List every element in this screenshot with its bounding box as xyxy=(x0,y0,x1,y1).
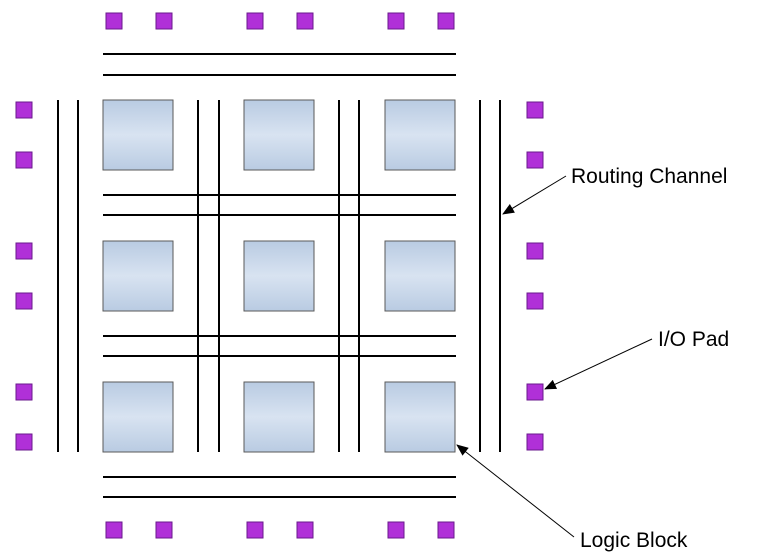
io-pad xyxy=(155,521,173,539)
io-pad xyxy=(155,12,173,30)
io-pad xyxy=(15,292,33,310)
io-pad xyxy=(437,12,455,30)
io-pad xyxy=(246,521,264,539)
io-pad xyxy=(296,521,314,539)
logic-block xyxy=(102,99,174,171)
callout-arrows xyxy=(456,175,653,538)
logic-blocks xyxy=(102,99,456,453)
io-pad xyxy=(15,101,33,119)
io-pad xyxy=(296,12,314,30)
logic-block xyxy=(384,99,456,171)
logic-block xyxy=(384,240,456,312)
io-pad xyxy=(387,12,405,30)
logic-block xyxy=(243,99,315,171)
io-pad-arrow xyxy=(544,338,653,390)
io-pad xyxy=(15,383,33,401)
routing-channel-label: Routing Channel xyxy=(571,165,728,188)
io-pad xyxy=(15,151,33,169)
io-pad xyxy=(526,433,544,451)
io-pad xyxy=(526,242,544,260)
io-pad xyxy=(526,292,544,310)
logic-block xyxy=(243,240,315,312)
routing-wires xyxy=(57,53,501,498)
io-pad-label: I/O Pad xyxy=(658,328,730,351)
io-pad xyxy=(387,521,405,539)
io-pad xyxy=(246,12,264,30)
routing-channel-arrow xyxy=(502,175,567,215)
io-pads xyxy=(15,12,544,539)
io-pad xyxy=(105,521,123,539)
io-pad xyxy=(526,383,544,401)
logic-block xyxy=(243,381,315,453)
logic-block-label: Logic Block xyxy=(580,529,688,552)
logic-block xyxy=(384,381,456,453)
io-pad xyxy=(15,433,33,451)
io-pad xyxy=(526,101,544,119)
io-pad xyxy=(15,242,33,260)
logic-block xyxy=(102,240,174,312)
logic-block xyxy=(102,381,174,453)
io-pad xyxy=(526,151,544,169)
io-pad xyxy=(105,12,123,30)
logic-block-arrow xyxy=(456,444,575,538)
io-pad xyxy=(437,521,455,539)
